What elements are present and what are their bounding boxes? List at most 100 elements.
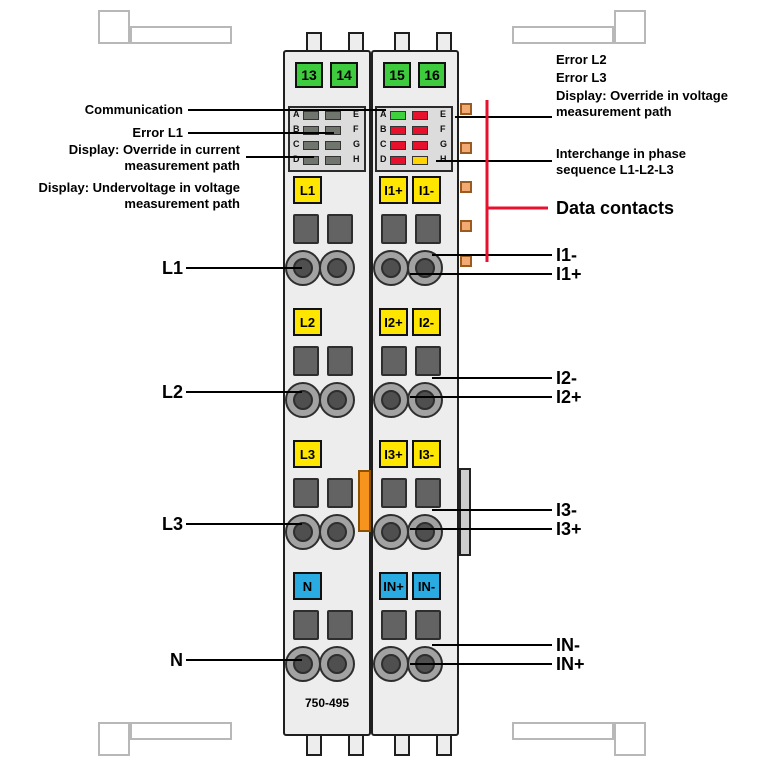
status-led-unlit <box>325 141 341 150</box>
callout-error-l3: Error L3 <box>556 70 607 85</box>
callout-I3-plus: I3+ <box>556 519 582 539</box>
cage-clamp-opening <box>381 478 407 508</box>
wire-entry-hole <box>407 646 443 682</box>
error-led <box>390 126 406 135</box>
wire-entry-hole <box>407 514 443 550</box>
terminal-label-I1-minus: I1- <box>412 176 441 204</box>
status-led-unlit <box>325 156 341 165</box>
wire-entry-hole <box>373 382 409 418</box>
led-row-label: G <box>440 139 448 149</box>
wire-entry-hole-center <box>415 522 435 542</box>
phase-sequence-led <box>412 156 428 165</box>
terminal-label-IN-plus: IN+ <box>379 572 408 600</box>
adjacent-module-outline <box>614 722 646 756</box>
led-row-label: E <box>440 109 447 119</box>
adjacent-module-outline <box>130 722 232 740</box>
callout-undervoltage: Display: Undervoltage in voltage measure… <box>38 180 240 211</box>
led-row-label: C <box>380 139 387 149</box>
wire-entry-hole <box>407 382 443 418</box>
cage-clamp-opening <box>415 214 441 244</box>
data-contacts-bracket <box>485 100 548 262</box>
status-led-unlit <box>325 111 341 120</box>
led-row-label: E <box>353 109 360 119</box>
wire-entry-hole <box>285 646 321 682</box>
wire-entry-hole-center <box>293 390 313 410</box>
terminal-label-IN-minus: IN- <box>412 572 441 600</box>
adjacent-module-outline <box>98 10 130 44</box>
callout-interchange: Interchange in phase sequence L1-L2-L3 <box>556 146 687 177</box>
led-row-label: H <box>353 154 360 164</box>
callout-L1: L1 <box>161 258 183 278</box>
cage-clamp-opening <box>381 346 407 376</box>
callout-IN-minus: IN- <box>556 635 580 655</box>
wire-entry-hole-center <box>415 390 435 410</box>
terminal-label-L3: L3 <box>293 440 322 468</box>
adjacent-module-outline <box>130 26 232 44</box>
data-contact <box>460 103 472 115</box>
cage-clamp-opening <box>415 610 441 640</box>
callout-override-voltage: Display: Override in voltage measurement… <box>556 88 728 119</box>
cage-clamp-opening <box>293 478 319 508</box>
wire-entry-hole-center <box>327 390 347 410</box>
error-led <box>390 141 406 150</box>
wire-entry-hole-center <box>415 654 435 674</box>
contact-number-14: 14 <box>330 62 358 88</box>
contact-number-15: 15 <box>383 62 411 88</box>
led-row-label: F <box>353 124 359 134</box>
wire-entry-hole <box>373 250 409 286</box>
cage-clamp-opening <box>327 214 353 244</box>
led-row-label: F <box>440 124 446 134</box>
terminal-label-N: N <box>293 572 322 600</box>
wire-entry-hole-center <box>293 522 313 542</box>
callout-error-l2: Error L2 <box>556 52 607 67</box>
data-contact <box>460 142 472 154</box>
wire-entry-hole-center <box>293 654 313 674</box>
data-contact <box>460 255 472 267</box>
led-row-label: B <box>293 124 300 134</box>
led-row-label: A <box>380 109 387 119</box>
callout-L2: L2 <box>161 382 183 402</box>
cage-clamp-opening <box>327 478 353 508</box>
callout-I2-minus: I2- <box>556 368 578 388</box>
communication-led <box>390 111 406 120</box>
wire-entry-hole-center <box>327 522 347 542</box>
led-row-label: A <box>293 109 300 119</box>
model-number: 750-495 <box>304 696 350 710</box>
wire-entry-hole-center <box>381 390 401 410</box>
callout-data-contacts: Data contacts <box>556 198 675 218</box>
status-led-unlit <box>325 126 341 135</box>
status-led-unlit <box>303 126 319 135</box>
callout-L3: L3 <box>161 514 183 534</box>
led-row-label: G <box>353 139 361 149</box>
error-led <box>390 156 406 165</box>
terminal-label-I2-plus: I2+ <box>379 308 408 336</box>
terminal-label-I2-minus: I2- <box>412 308 441 336</box>
error-led <box>412 141 428 150</box>
callout-I1-plus: I1+ <box>556 264 582 284</box>
data-contact <box>460 181 472 193</box>
status-led-unlit <box>303 141 319 150</box>
callout-I1-minus: I1- <box>556 245 578 265</box>
status-led-unlit <box>303 156 319 165</box>
callout-communication: Communication <box>84 102 183 117</box>
release-latch-gray <box>459 468 471 556</box>
led-row-label: B <box>380 124 387 134</box>
led-row-label: D <box>380 154 387 164</box>
cage-clamp-opening <box>381 610 407 640</box>
error-led <box>412 126 428 135</box>
wire-entry-hole <box>319 646 355 682</box>
wire-entry-hole <box>319 514 355 550</box>
wire-entry-hole-center <box>381 654 401 674</box>
cage-clamp-opening <box>415 478 441 508</box>
wire-entry-hole-center <box>293 258 313 278</box>
terminal-label-L1: L1 <box>293 176 322 204</box>
locking-latch-orange <box>358 470 371 532</box>
callout-error-l1: Error L1 <box>132 125 183 140</box>
callout-I3-minus: I3- <box>556 500 578 520</box>
contact-number-13: 13 <box>295 62 323 88</box>
wire-entry-hole-center <box>327 654 347 674</box>
wire-entry-hole <box>319 382 355 418</box>
data-contact <box>460 220 472 232</box>
callout-IN-plus: IN+ <box>556 654 585 674</box>
